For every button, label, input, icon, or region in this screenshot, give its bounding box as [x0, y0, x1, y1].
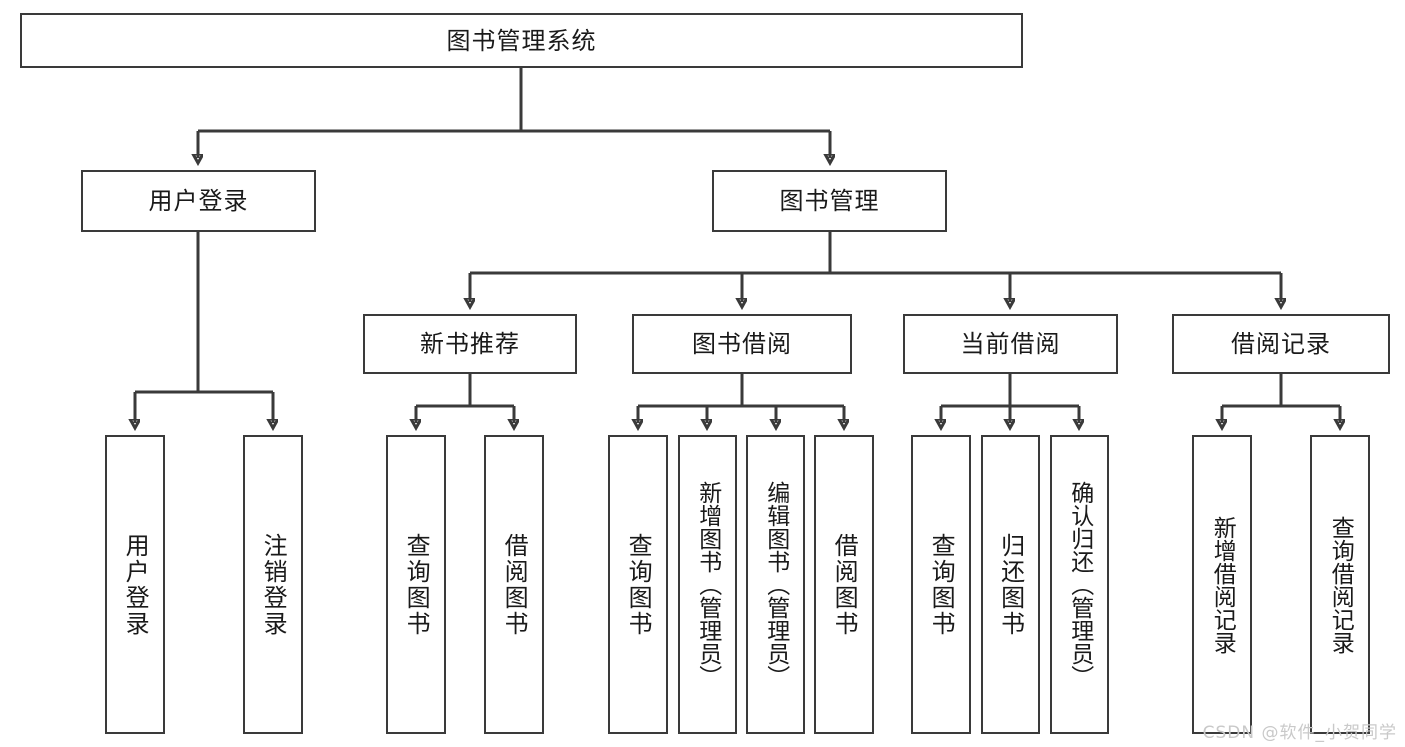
- node-label: 查询借阅记录: [1327, 515, 1354, 654]
- node-label: 新增图书（管理员）: [694, 481, 721, 688]
- node-label: 图书管理系统: [446, 26, 597, 55]
- leaf-current-confirm-return[interactable]: 确认归还（管理员）: [1050, 435, 1109, 734]
- leaf-borrow-query-book[interactable]: 查询图书: [608, 435, 668, 734]
- leaf-new-book-borrow[interactable]: 借阅图书: [484, 435, 544, 734]
- node-label: 编辑图书（管理员）: [762, 481, 789, 688]
- leaf-borrow-add-book[interactable]: 新增图书（管理员）: [678, 435, 737, 734]
- node-book-management[interactable]: 图书管理: [712, 170, 947, 232]
- node-label: 图书借阅: [692, 330, 792, 358]
- node-label: 查询图书: [624, 532, 653, 637]
- leaf-user-login-login[interactable]: 用户登录: [105, 435, 165, 734]
- leaf-current-query-book[interactable]: 查询图书: [911, 435, 971, 734]
- node-label: 图书管理: [779, 187, 880, 215]
- leaf-new-book-query[interactable]: 查询图书: [386, 435, 446, 734]
- leaf-borrow-edit-book[interactable]: 编辑图书（管理员）: [746, 435, 805, 734]
- node-label: 归还图书: [996, 532, 1025, 637]
- node-user-login[interactable]: 用户登录: [81, 170, 316, 232]
- node-label: 新书推荐: [420, 330, 520, 358]
- node-new-book-recommend[interactable]: 新书推荐: [363, 314, 577, 374]
- node-label: 当前借阅: [960, 330, 1061, 358]
- node-label: 查询图书: [927, 532, 956, 637]
- node-label: 查询图书: [402, 532, 431, 637]
- node-current-borrow[interactable]: 当前借阅: [903, 314, 1118, 374]
- node-label: 注销登录: [259, 532, 288, 637]
- node-label: 用户登录: [148, 187, 249, 215]
- node-label: 确认归还（管理员）: [1066, 481, 1093, 688]
- leaf-user-login-logout[interactable]: 注销登录: [243, 435, 303, 734]
- node-label: 借阅图书: [830, 532, 859, 637]
- leaf-record-query[interactable]: 查询借阅记录: [1310, 435, 1370, 734]
- leaf-borrow-borrow-book[interactable]: 借阅图书: [814, 435, 874, 734]
- node-label: 用户登录: [121, 532, 150, 637]
- node-label: 借阅记录: [1231, 330, 1331, 358]
- node-book-borrow[interactable]: 图书借阅: [632, 314, 852, 374]
- watermark: CSDN @软件_小贺同学: [1202, 723, 1397, 743]
- node-label: 新增借阅记录: [1209, 515, 1236, 654]
- leaf-record-add[interactable]: 新增借阅记录: [1192, 435, 1252, 734]
- node-borrow-record[interactable]: 借阅记录: [1172, 314, 1390, 374]
- node-label: 借阅图书: [500, 532, 529, 637]
- node-root-book-management-system[interactable]: 图书管理系统: [20, 13, 1023, 68]
- leaf-current-return-book[interactable]: 归还图书: [981, 435, 1040, 734]
